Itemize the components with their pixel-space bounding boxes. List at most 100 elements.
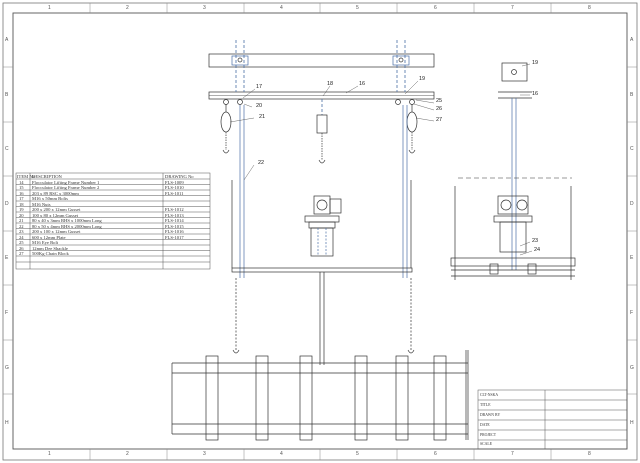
- zone-col-3: 3: [203, 5, 206, 11]
- inner-border: [12, 12, 628, 450]
- parts-row-description: 203 x 89 RSC x 3000mm: [32, 190, 79, 196]
- zone-col-5-bottom: 5: [356, 451, 359, 457]
- parts-header-drawing: DRAWING No: [165, 174, 194, 179]
- zone-row-a-right: A: [630, 37, 634, 43]
- zone-row-e: E: [5, 255, 9, 261]
- balloon-25: 25: [436, 98, 443, 104]
- balloon-20: 20: [256, 103, 263, 109]
- zone-row-e-right: E: [630, 255, 634, 261]
- balloon-leaders: [229, 63, 533, 256]
- zone-row-a: A: [5, 37, 9, 43]
- parts-row-item: 21: [19, 218, 24, 223]
- parts-row-description: Flocculator Lifting Frame Number 1: [32, 179, 100, 185]
- parts-row-description: 600 x 12mm Plate: [32, 234, 66, 240]
- parts-row-description: 80 x 50 x 4mm RHS x 2000mm Long: [32, 223, 102, 229]
- parts-row-description: 100 x 80 x 12mm Gusset: [32, 212, 79, 218]
- parts-row-item: 22: [19, 223, 24, 229]
- zone-row-h-right: H: [630, 420, 634, 426]
- title-block-title: TITLE: [480, 403, 491, 407]
- parts-row-drawing: FLS-1016: [165, 229, 184, 234]
- zone-row-c: C: [5, 146, 9, 152]
- parts-row-item: 23: [19, 229, 24, 234]
- parts-header-description: DESCRIPTION: [32, 174, 62, 179]
- zone-row-b-right: B: [630, 92, 634, 98]
- title-block-scale: SCALE: [480, 442, 493, 446]
- parts-row-description: 80 x 40 x 3mm RHS x 1000mm Long: [32, 218, 102, 223]
- parts-row-description: 12mm Dee Shackle: [32, 245, 68, 251]
- zone-row-b: B: [5, 92, 9, 98]
- zone-col-2-bottom: 2: [126, 451, 129, 457]
- chain-block-center: [316, 114, 328, 164]
- parts-row-item: 18: [19, 201, 24, 207]
- parts-row-item: 16: [19, 190, 24, 196]
- gearbox-assembly: [304, 195, 342, 257]
- parts-row-drawing: FLS-1012: [165, 207, 184, 212]
- balloon-side-19: 19: [532, 60, 539, 66]
- balloon-21: 21: [259, 114, 266, 120]
- zone-col-8: 8: [588, 5, 591, 11]
- zone-row-f: F: [5, 310, 9, 316]
- zone-col-4-bottom: 4: [280, 451, 283, 457]
- zone-row-d-right: D: [630, 201, 634, 207]
- title-block-drawn-by: DRAWN BY: [480, 413, 501, 417]
- zone-col-8-bottom: 8: [588, 451, 591, 457]
- balloon-19: 19: [419, 76, 426, 82]
- title-block-date: DATE: [480, 423, 490, 427]
- parts-header-item: ITEM No: [17, 174, 35, 179]
- parts-row-item: 15: [19, 185, 24, 190]
- parts-row-drawing: FLS-1009: [165, 179, 184, 185]
- parts-row-drawing: FLS-1010: [165, 185, 184, 190]
- zone-col-6: 6: [434, 5, 437, 11]
- title-block-project: PROJECT: [480, 433, 497, 437]
- parts-row-drawing: FLS-1017: [165, 234, 184, 240]
- chain-block-left: [220, 104, 232, 154]
- parts-row-item: 19: [19, 207, 24, 212]
- title-block-client: CLT-NSKA: [480, 393, 499, 397]
- balloon-side-24: 24: [534, 247, 541, 253]
- zone-ticks: [3, 3, 637, 460]
- zone-col-1: 1: [48, 5, 51, 11]
- parts-row-item: 26: [19, 245, 24, 251]
- title-block-grid: [477, 389, 628, 450]
- parts-row-drawing: FLS-1015: [165, 223, 184, 229]
- parts-row-drawing: FLS-1013: [165, 212, 184, 218]
- parts-row-drawing: FLS-1011: [165, 190, 184, 196]
- balloon-17: 17: [256, 84, 263, 90]
- parts-row-description: 200 x 200 x 12mm Gusset: [32, 207, 81, 212]
- zone-row-c-right: C: [630, 146, 634, 152]
- parts-row-item: 24: [19, 234, 24, 240]
- parts-row-description: 200 x 100 x 12mm Gusset: [32, 229, 81, 234]
- front-elevation: [208, 40, 435, 365]
- parts-row-item: 17: [19, 196, 24, 201]
- balloon-side-23: 23: [532, 238, 539, 244]
- balloon-22: 22: [258, 160, 265, 166]
- zone-row-g-right: G: [630, 365, 634, 371]
- balloon-26: 26: [436, 106, 443, 112]
- zone-row-g: G: [5, 365, 9, 371]
- balloon-16: 16: [359, 81, 366, 87]
- parts-row-description: Flocculator Lifting Frame Number 2: [32, 185, 100, 190]
- parts-row-item: 27: [19, 251, 24, 256]
- zone-row-h: H: [5, 420, 9, 426]
- zone-col-1-bottom: 1: [48, 451, 51, 457]
- balloon-side-16: 16: [532, 91, 539, 97]
- zone-row-f-right: F: [630, 310, 634, 316]
- zone-col-5: 5: [356, 5, 359, 11]
- zone-col-7-bottom: 7: [511, 451, 514, 457]
- parts-row-item: 25: [19, 240, 24, 245]
- zone-col-4: 4: [280, 5, 283, 11]
- parts-row-item: 20: [19, 212, 24, 218]
- zone-col-7: 7: [511, 5, 514, 11]
- parts-row-description: M16 Nuts: [32, 201, 51, 207]
- parts-list-grid: [15, 172, 211, 270]
- side-elevation: [450, 62, 576, 280]
- zone-row-d: D: [5, 201, 9, 207]
- parts-row-description: 500Kg Chain Block: [32, 251, 69, 256]
- flocculator-frame: [171, 350, 469, 441]
- parts-row-item: 14: [19, 179, 24, 185]
- zone-col-3-bottom: 3: [203, 451, 206, 457]
- parts-row-description: M16 x 50mm Bolts: [32, 196, 68, 201]
- zone-col-6-bottom: 6: [434, 451, 437, 457]
